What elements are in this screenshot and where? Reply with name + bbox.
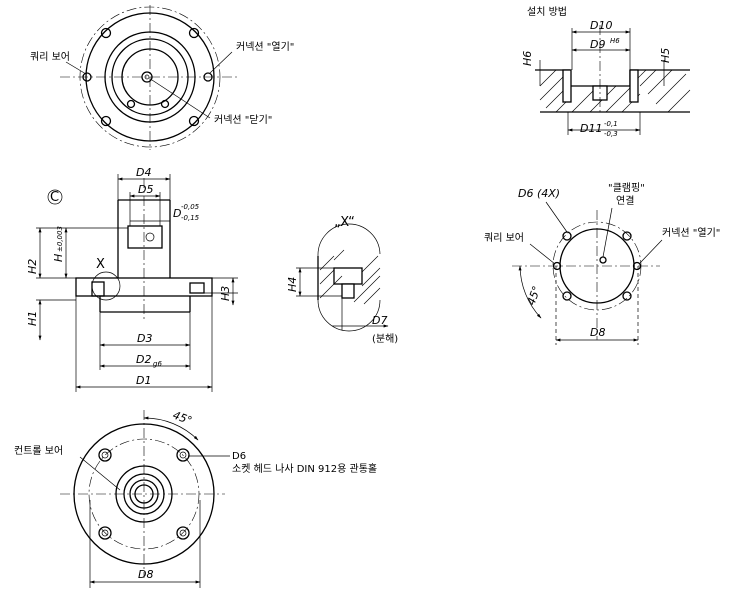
d2-tolerance: g6 bbox=[153, 360, 162, 368]
d3-label: D3 bbox=[137, 332, 152, 345]
connection-open-label: 커넥션 "열기" bbox=[236, 41, 294, 53]
d-tol-upper: -0,05 bbox=[181, 203, 200, 211]
h2-label: H2 bbox=[26, 259, 39, 274]
d8-label-install: D8 bbox=[590, 326, 605, 339]
d7-note: (분해) bbox=[372, 332, 398, 345]
d11-label: D11 bbox=[580, 122, 602, 135]
h6-label: H6 bbox=[521, 51, 534, 66]
d2-label: D2 bbox=[136, 353, 151, 366]
detail-x bbox=[296, 223, 389, 332]
angle-45-label: 45° bbox=[525, 284, 544, 307]
h-label: H bbox=[52, 254, 65, 262]
d9-label: D9 bbox=[590, 38, 605, 51]
d9-tolerance: H6 bbox=[610, 37, 620, 45]
d-tol-lower: -0,15 bbox=[181, 214, 200, 222]
installation-section bbox=[535, 25, 691, 135]
connection-open-label-2: 커넥션 "열기" bbox=[662, 227, 720, 239]
d11-tol-lower: -0,3 bbox=[604, 130, 618, 138]
ball-lock-bore-label: 쿼리 보어 bbox=[30, 51, 70, 63]
install-top-view bbox=[512, 201, 663, 345]
install-title: 설치 방법 bbox=[527, 6, 567, 18]
d7-label: D7 bbox=[372, 314, 387, 327]
detail-x-title: „X“ bbox=[334, 215, 355, 230]
ball-lock-bore-label-2: 쿼리 보어 bbox=[484, 232, 524, 244]
angle-45-bottom: 45° bbox=[171, 409, 194, 428]
h4-label: H4 bbox=[286, 277, 299, 292]
d-label: D bbox=[173, 207, 181, 220]
h-tolerance: ±0,003 bbox=[56, 226, 64, 252]
d5-label: D5 bbox=[138, 183, 153, 196]
clamping-label-2: 연결 bbox=[616, 195, 634, 207]
clamping-label-1: "클램핑" bbox=[608, 182, 645, 194]
connection-close-label: 커넥션 "닫기" bbox=[214, 114, 272, 126]
bottom-view bbox=[60, 410, 230, 588]
top-view bbox=[60, 5, 240, 150]
d6-4x-label: D6 (4X) bbox=[518, 187, 560, 200]
h1-label: H1 bbox=[26, 311, 39, 326]
d4-label: D4 bbox=[136, 166, 151, 179]
center-bore-label: 컨트롤 보어 bbox=[14, 445, 63, 457]
d8-label-bottom: D8 bbox=[138, 568, 153, 581]
d1-label: D1 bbox=[136, 374, 151, 387]
symbol-circle bbox=[47, 189, 63, 205]
d11-tol-upper: -0,1 bbox=[604, 120, 618, 128]
symbol-c: C bbox=[50, 190, 59, 205]
section-view bbox=[36, 174, 238, 392]
h5-label: H5 bbox=[659, 48, 672, 63]
socket-screw-note: 소켓 헤드 나사 DIN 912용 관통홀 bbox=[232, 462, 377, 475]
h3-label: H3 bbox=[219, 286, 232, 301]
d10-label: D10 bbox=[590, 19, 612, 32]
x-marker: X bbox=[96, 257, 105, 272]
d6-bottom-label: D6 bbox=[232, 451, 246, 462]
